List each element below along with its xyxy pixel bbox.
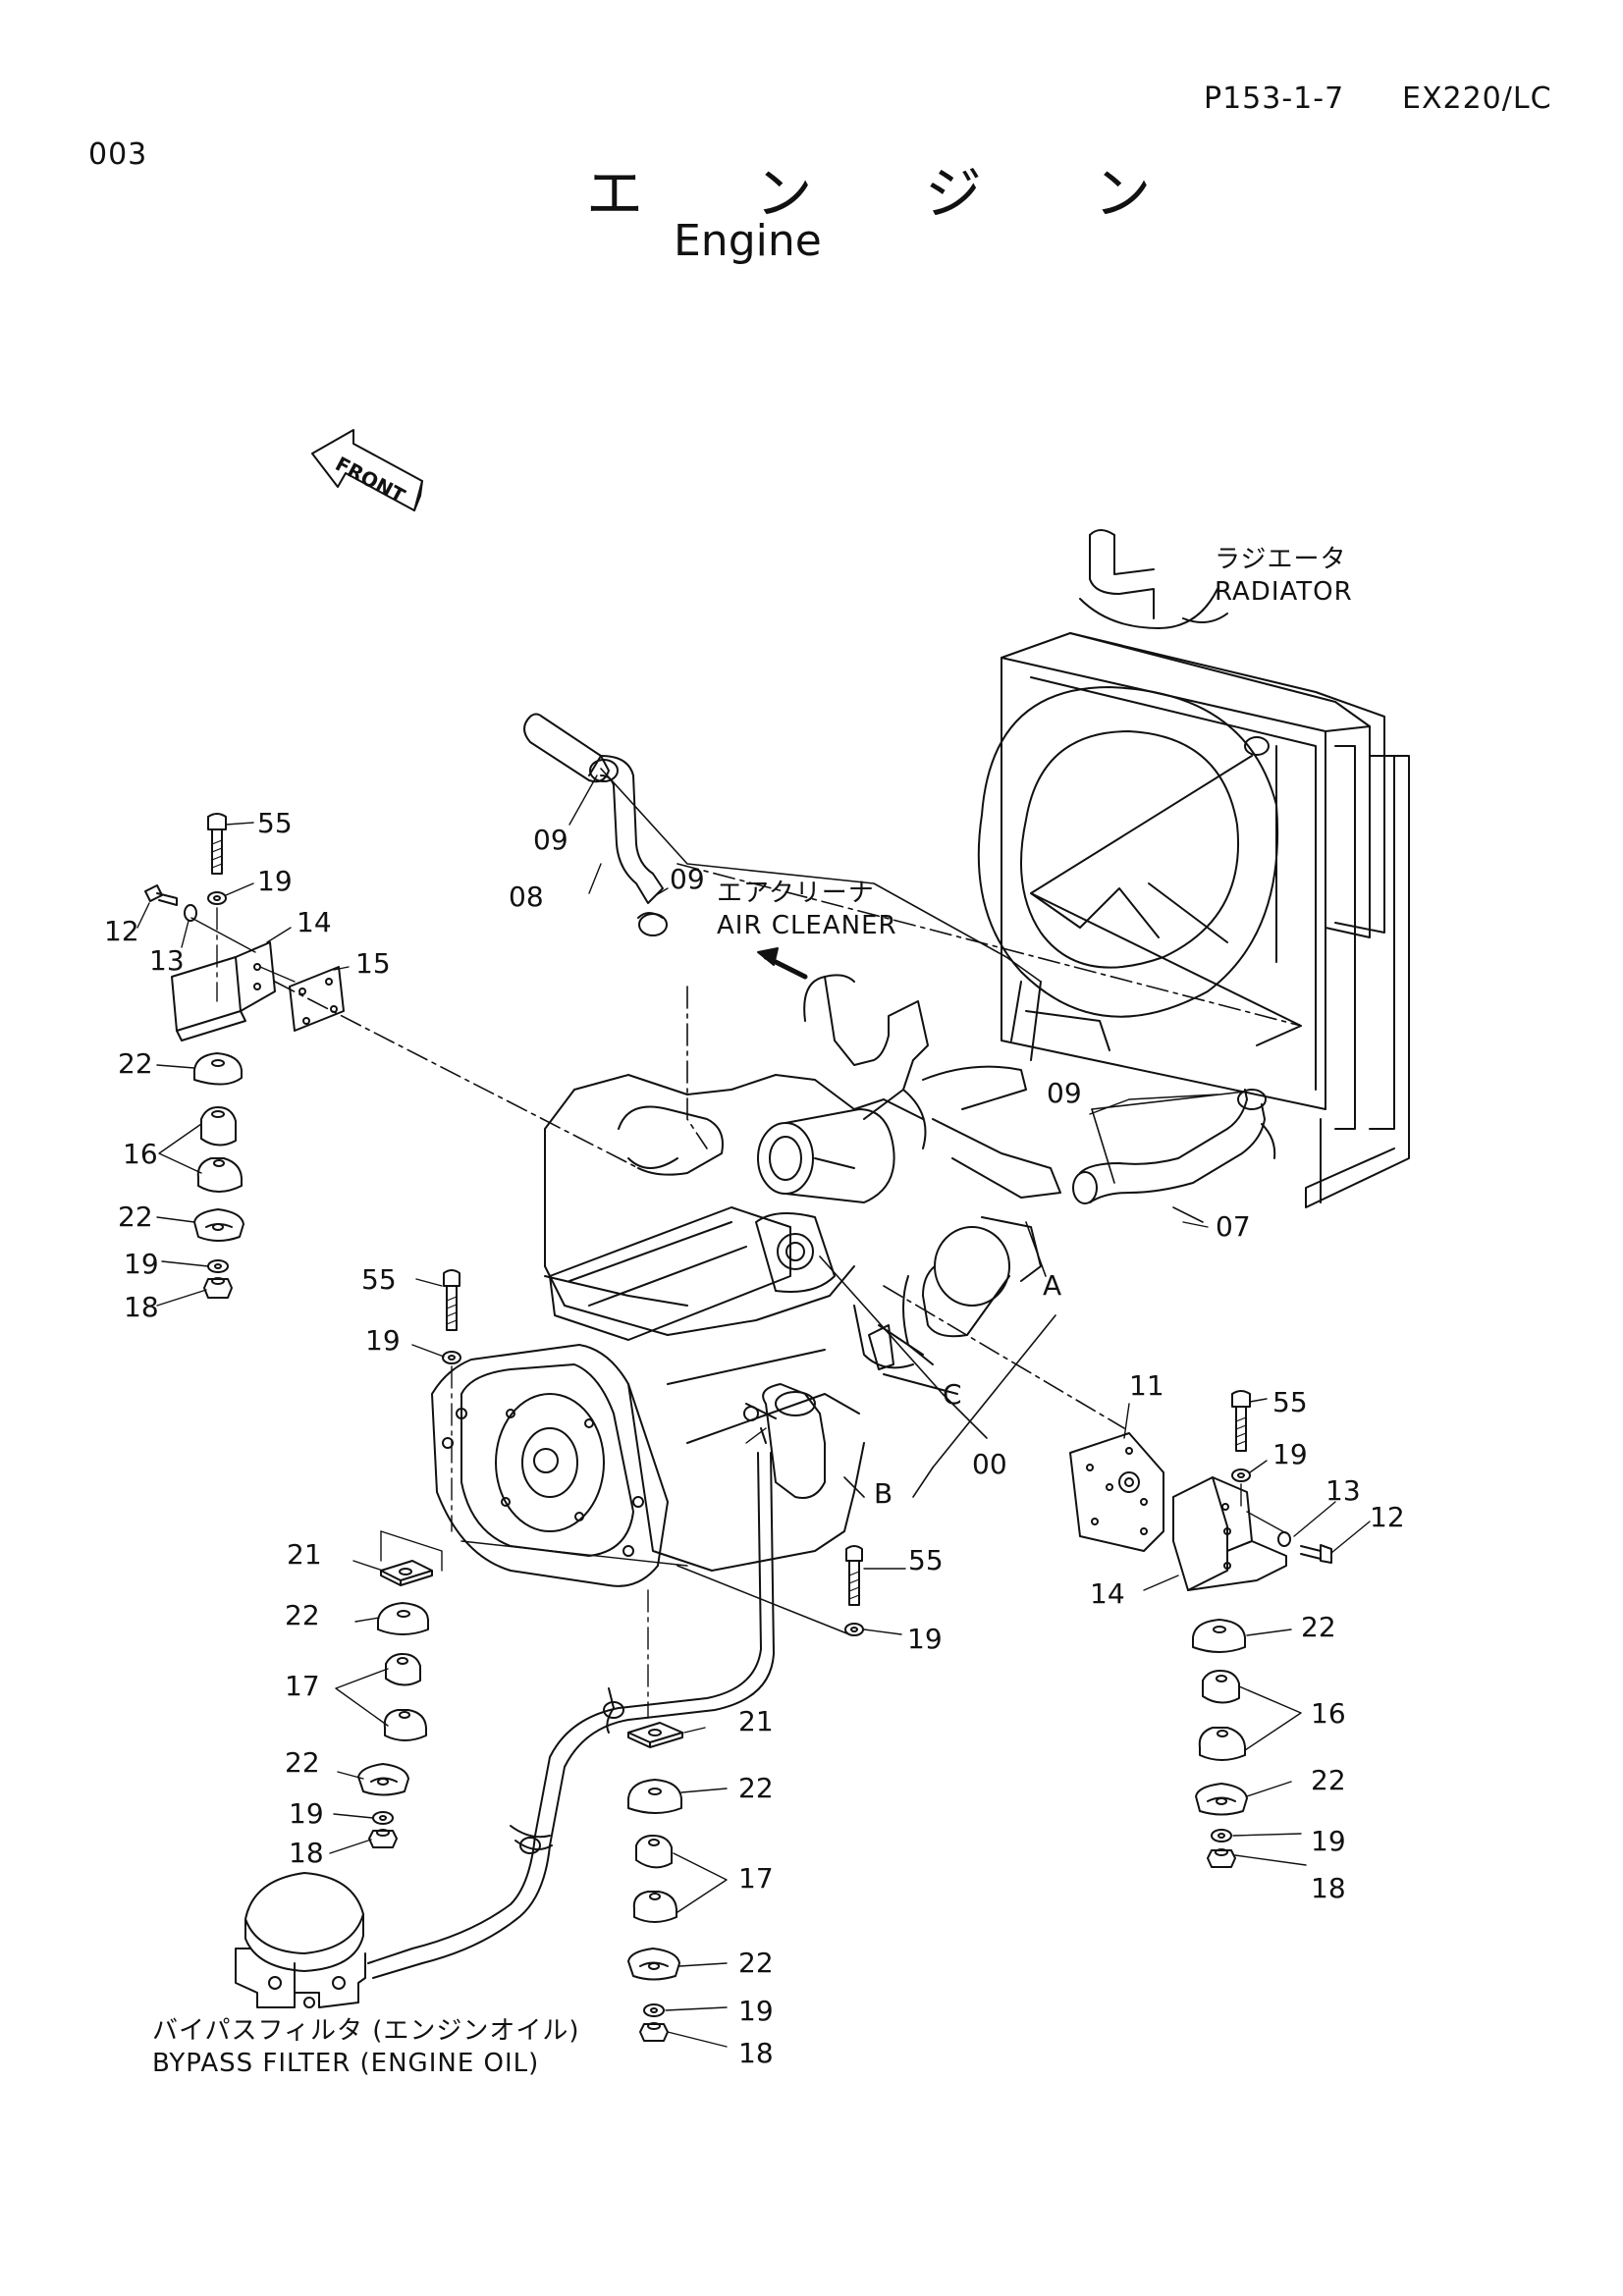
callout-18: 18 (289, 1837, 324, 1869)
page-code: P153-1-7 (1204, 81, 1345, 116)
callout-22: 22 (738, 1947, 774, 1979)
callout-09: 09 (1047, 1077, 1082, 1109)
bypass-filter-label: BYPASS FILTER (ENGINE OIL) (152, 2049, 540, 2078)
center-lower-bolt-drawing (845, 1546, 863, 1635)
callout-55: 55 (257, 807, 293, 839)
callout-16: 16 (123, 1138, 158, 1170)
callout-55: 55 (1272, 1386, 1308, 1418)
callout-17: 17 (738, 1862, 774, 1895)
callout-19: 19 (907, 1623, 943, 1655)
callout-14: 14 (1090, 1577, 1125, 1610)
callout-leaders (137, 775, 1370, 2047)
callout-13: 13 (1325, 1474, 1361, 1507)
callout-13: 13 (149, 944, 185, 977)
callout-22: 22 (118, 1201, 153, 1233)
callout-18: 18 (124, 1291, 159, 1323)
bypass-filter-drawing (236, 1453, 774, 2007)
callout-18: 18 (1311, 1872, 1346, 1904)
callout-12: 12 (1370, 1501, 1405, 1533)
callout-22: 22 (285, 1599, 320, 1631)
callout-19: 19 (365, 1324, 401, 1357)
lower-left-mount-drawing (358, 1531, 442, 1847)
page-title-japanese: エ ン ジ ン (586, 160, 1199, 227)
callout-11: 11 (1129, 1369, 1164, 1402)
center-left-bolt-drawing (443, 1270, 460, 1531)
callout-19: 19 (257, 865, 293, 897)
right-mount-drawing (1070, 1391, 1331, 1867)
radiator-drawing (979, 530, 1409, 1207)
callout-09: 09 (533, 824, 568, 856)
bypass-filter-label-jp: バイパスフィルタ (エンジンオイル) (152, 2016, 580, 2046)
callout-C: C (943, 1378, 962, 1411)
callout-22: 22 (738, 1772, 774, 1804)
callout-A: A (1043, 1269, 1062, 1302)
callout-08: 08 (509, 881, 544, 913)
callout-12: 12 (104, 915, 139, 947)
radiator-label: RADIATOR (1215, 577, 1353, 607)
callout-B: B (874, 1477, 893, 1510)
callout-19: 19 (738, 1995, 774, 2027)
callout-22: 22 (118, 1047, 153, 1080)
callout-21: 21 (738, 1705, 774, 1737)
callout-18: 18 (738, 2037, 774, 2069)
section-number: 003 (88, 137, 148, 172)
air-cleaner-label: AIR CLEANER (717, 911, 897, 940)
callout-15: 15 (355, 947, 391, 980)
left-upper-mount-drawing (145, 814, 344, 1298)
callout-55: 55 (361, 1263, 397, 1296)
callout-00: 00 (972, 1448, 1007, 1480)
callout-16: 16 (1311, 1697, 1346, 1730)
air-cleaner-label-jp: エアクリーナ (717, 879, 875, 908)
callout-55: 55 (908, 1544, 944, 1576)
page-title: Engine (674, 216, 822, 266)
callout-21: 21 (287, 1538, 322, 1571)
callout-19: 19 (1272, 1438, 1308, 1470)
callout-22: 22 (285, 1746, 320, 1779)
callout-19: 19 (1311, 1825, 1346, 1857)
callout-22: 22 (1311, 1764, 1346, 1796)
callout-09: 09 (670, 863, 705, 895)
callout-07: 07 (1216, 1210, 1251, 1243)
radiator-label-jp: ラジエータ (1215, 545, 1347, 574)
callout-17: 17 (285, 1670, 320, 1702)
upper-hose-drawing (524, 715, 667, 936)
callout-19: 19 (289, 1797, 324, 1830)
callout-14: 14 (297, 906, 332, 938)
callout-19: 19 (124, 1248, 159, 1280)
model-code: EX220/LC (1402, 81, 1552, 116)
front-arrow-icon (312, 430, 422, 510)
lower-hose-drawing (1073, 1090, 1274, 1203)
lower-center-mount-drawing (628, 1723, 682, 2041)
engine-drawing (432, 975, 1060, 1586)
callout-22: 22 (1301, 1611, 1336, 1643)
